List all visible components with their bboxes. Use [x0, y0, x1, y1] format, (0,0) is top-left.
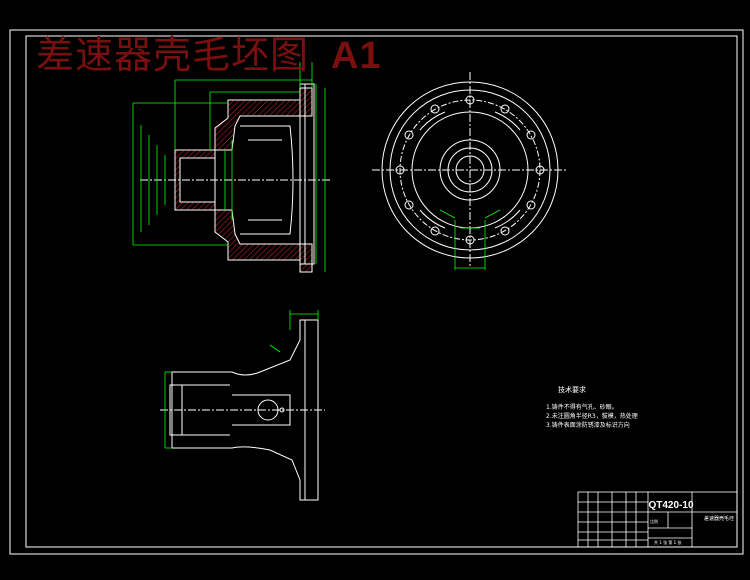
title-block-sheet-label: 共 1 张 第 1 张	[654, 540, 682, 545]
bottom-dimensions	[164, 310, 319, 449]
bolt-hole	[430, 104, 440, 114]
front-cavity	[240, 125, 294, 235]
side-view	[372, 72, 568, 268]
bolt-hole	[430, 226, 440, 236]
side-dimensions	[439, 209, 501, 270]
drawing-title: 差速器壳毛坯图 A1	[36, 32, 382, 79]
bottom-view-outline	[171, 319, 319, 501]
title-block-code: QT420-10	[648, 500, 694, 511]
bolt-hole	[526, 130, 536, 140]
bottom-view	[160, 319, 325, 501]
title-block-part-name: 差速器壳毛坯	[703, 516, 734, 522]
bolt-hole	[404, 200, 414, 210]
title-block-scale-label: 比例	[650, 519, 658, 524]
front-hub-hatch	[174, 149, 216, 211]
bolt-hole	[500, 104, 510, 114]
technical-notes-heading: 技术要求	[558, 386, 586, 394]
bolt-hole	[500, 226, 510, 236]
front-section-hatch-upper	[214, 87, 313, 151]
front-dimensions	[132, 62, 326, 272]
front-flange	[299, 83, 315, 265]
sheet-size-label: A1	[331, 35, 382, 77]
technical-notes: 技术要求 1.铸件不得有气孔、砂眼。 2.未注圆角半径R3，拔模，热处理 3.铸…	[546, 386, 638, 430]
outer-frame	[9, 29, 744, 555]
drawing-title-text: 差速器壳毛坯图	[36, 33, 310, 77]
bolt-hole	[526, 200, 536, 210]
technical-note-line: 1.铸件不得有气孔、砂眼。	[546, 404, 618, 411]
front-section-view	[140, 83, 330, 273]
title-block	[577, 491, 738, 548]
front-section-hatch-lower	[214, 209, 313, 273]
bolt-hole	[404, 130, 414, 140]
inner-frame	[25, 35, 738, 548]
technical-note-line: 3.铸件表面涂防锈漆及标识方向	[546, 422, 630, 429]
front-hub	[174, 149, 216, 211]
technical-note-line: 2.未注圆角半径R3，拔模，热处理	[546, 413, 638, 420]
